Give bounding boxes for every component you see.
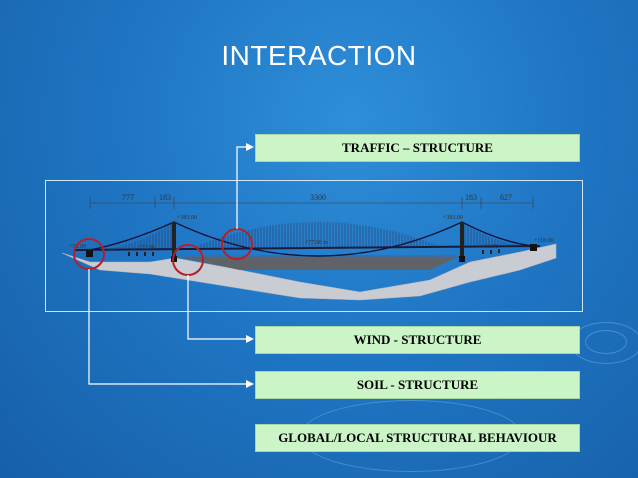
elevation-label: +118.00 (534, 238, 554, 244)
dimension-line (89, 197, 534, 209)
traffic-structure-box: TRAFFIC – STRUCTURE (255, 134, 580, 162)
main-cable (89, 221, 534, 257)
slide-title: INTERACTION (221, 40, 417, 71)
wind-structure-box: WIND - STRUCTURE (255, 326, 580, 354)
hangers (98, 222, 532, 250)
bridge-drawing-frame (45, 180, 583, 312)
global-local-behaviour-box: GLOBAL/LOCAL STRUCTURAL BEHAVIOUR (255, 424, 580, 452)
dimension-label: 183 (465, 193, 477, 202)
elevation-label: +383.00 (177, 215, 197, 221)
elevation-label: +77.00 m (305, 240, 328, 246)
connector-lines (88, 146, 248, 385)
elevation-label: +63.00 (481, 244, 498, 250)
left-tower (172, 222, 176, 258)
dimension-label: 627 (500, 193, 512, 202)
right-tower-base (459, 256, 465, 262)
elevation-label: +58.00 (69, 244, 86, 250)
connector-arrowheads (246, 143, 254, 388)
water (175, 256, 460, 270)
left-anchor (86, 250, 93, 257)
right-tower (460, 222, 464, 258)
right-anchor (530, 244, 537, 251)
dimension-label: 183 (159, 193, 171, 202)
dimension-label: 777 (122, 193, 134, 202)
dimension-label: 3300 (310, 193, 326, 202)
elevation-label: +383.00 (443, 215, 463, 221)
elevation-label: +52.00 (138, 245, 155, 251)
soil-structure-box: SOIL - STRUCTURE (255, 371, 580, 399)
approach-piers (128, 249, 500, 256)
